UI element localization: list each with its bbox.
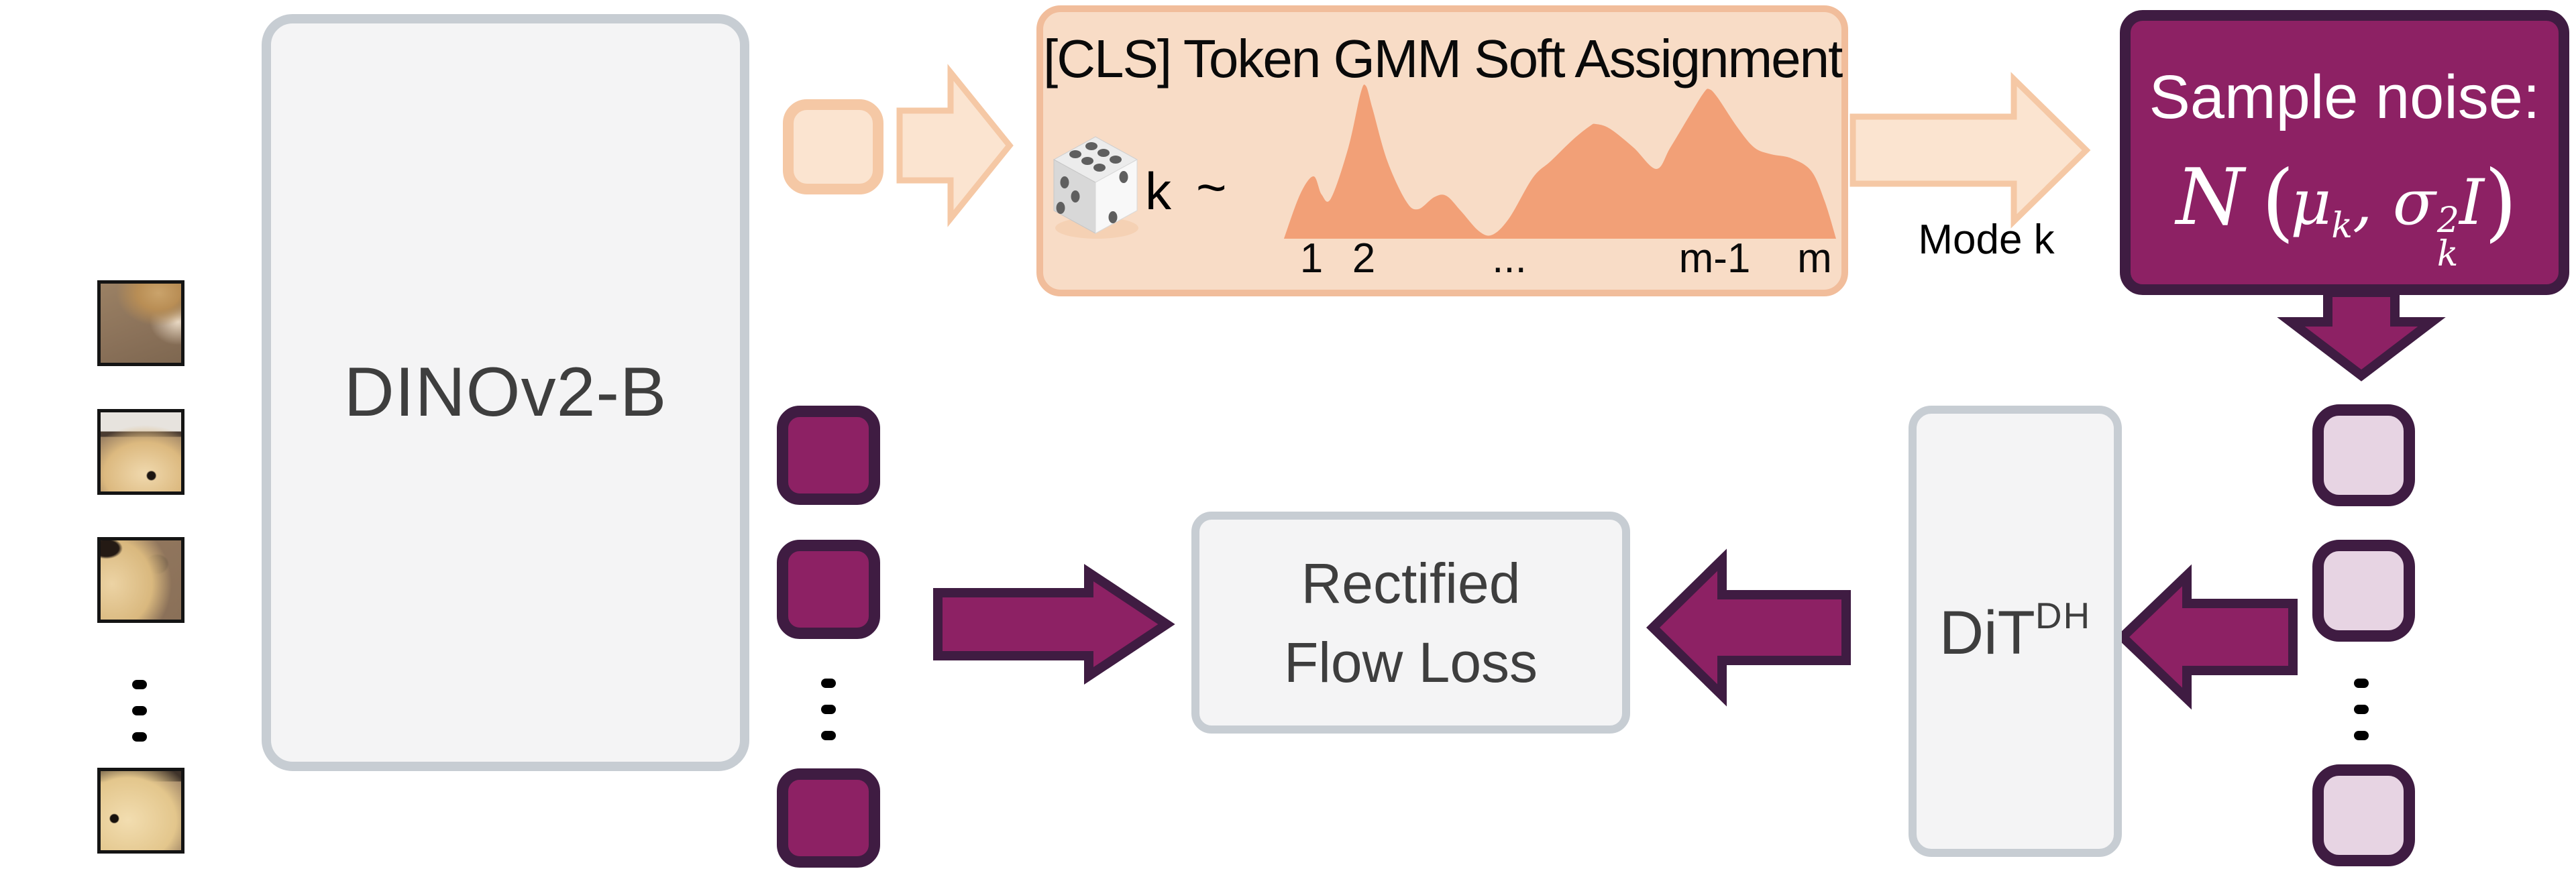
encoder-box: DINOv2-B	[262, 14, 749, 771]
dice-icon	[1053, 136, 1138, 239]
arrow-noise-to-tokens	[2277, 288, 2446, 382]
ellipsis-icon	[2354, 731, 2369, 740]
gmm-box: [CLS] Token GMM Soft Assignment k ~	[1036, 5, 1848, 296]
input-image-1	[97, 280, 184, 366]
arrow-tokens-to-dit	[2115, 564, 2298, 710]
axis-label-2: 2	[1352, 235, 1376, 282]
noise-token-3	[2312, 764, 2415, 866]
ellipsis-icon	[2354, 679, 2369, 688]
feature-token-3	[777, 768, 880, 868]
distributed-as-tilde: ~	[1196, 158, 1227, 217]
script-N: N	[2176, 152, 2244, 243]
arrow-gmm-to-noise	[1849, 72, 2091, 229]
axis-label-m: m	[1797, 235, 1832, 282]
gmm-title: [CLS] Token GMM Soft Assignment	[1043, 29, 1843, 89]
feature-token-2	[777, 540, 880, 639]
mode-k-label: Mode k	[1918, 217, 2055, 263]
ellipsis-icon	[2354, 705, 2369, 714]
input-image-4	[97, 768, 184, 854]
axis-label-m-1: m-1	[1678, 235, 1751, 282]
loss-box: Rectified Flow Loss	[1191, 512, 1630, 734]
noise-token-1	[2312, 404, 2415, 506]
sample-noise-title: Sample noise:	[2149, 63, 2540, 131]
ellipsis-icon	[132, 732, 147, 742]
ellipsis-icon	[132, 706, 147, 715]
encoder-label: DINOv2-B	[343, 353, 667, 431]
dit-label: DiTDH	[1939, 595, 2092, 667]
arrow-cls-to-gmm	[896, 64, 1014, 227]
dit-box: DiTDH	[1909, 406, 2122, 857]
loss-line-1: Rectified	[1301, 551, 1521, 615]
arrow-features-to-loss	[933, 563, 1175, 685]
ellipsis-icon	[821, 731, 836, 740]
noise-token-2	[2312, 540, 2415, 642]
feature-token-1	[777, 406, 880, 505]
ellipsis-icon	[821, 705, 836, 714]
cls-token	[783, 99, 883, 194]
input-image-3	[97, 537, 184, 623]
ellipsis-icon	[821, 679, 836, 688]
ellipsis-icon	[132, 680, 147, 689]
sampled-mode-variable: k	[1145, 162, 1171, 221]
axis-label-1: 1	[1299, 235, 1324, 282]
input-image-2	[97, 409, 184, 495]
gmm-density-curve	[1275, 67, 1851, 241]
arrow-dit-to-loss	[1646, 548, 1851, 707]
dit-superscript: DH	[2035, 595, 2092, 636]
loss-line-2: Flow Loss	[1283, 630, 1538, 694]
axis-label-dots: ...	[1492, 235, 1527, 282]
